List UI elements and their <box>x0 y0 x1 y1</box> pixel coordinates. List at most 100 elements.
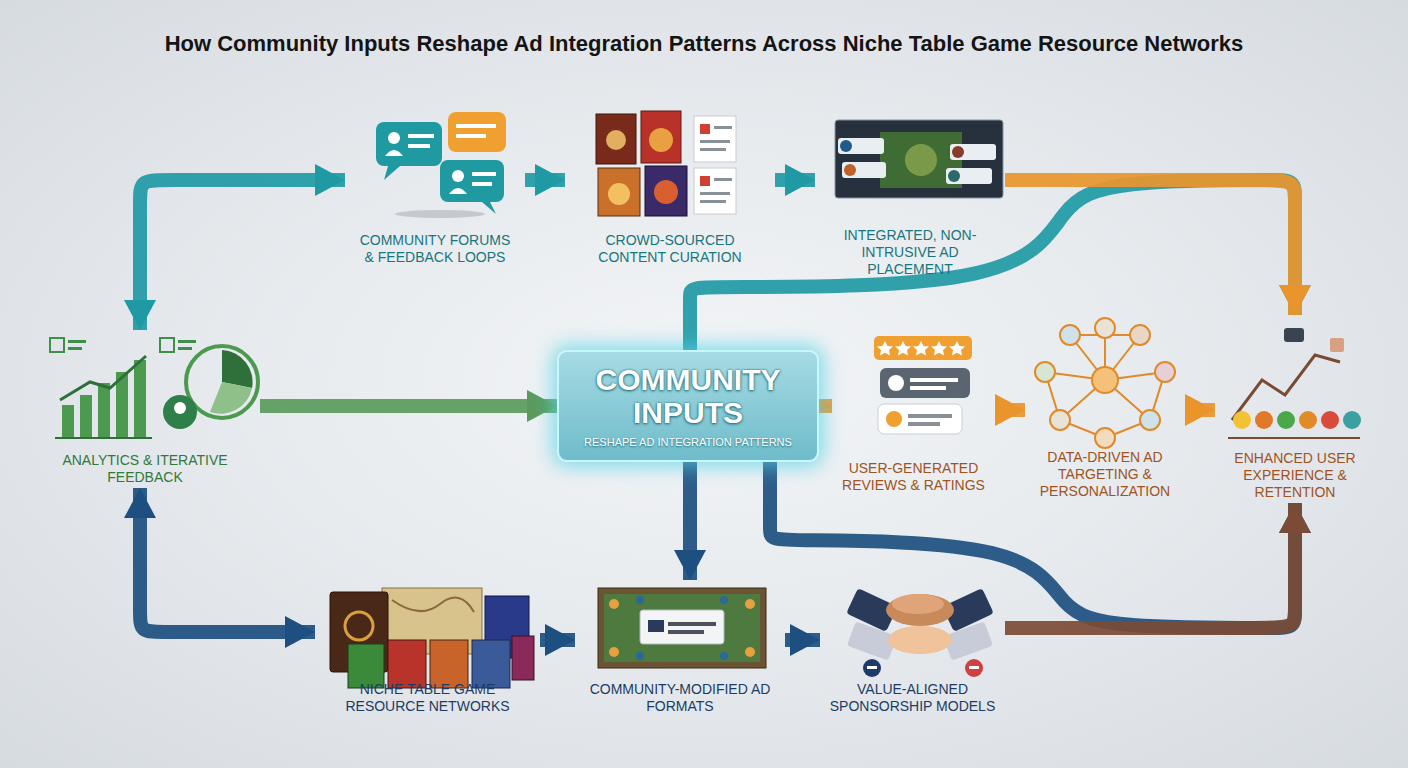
analytics-chart-icon <box>60 356 146 400</box>
node-label: INTEGRATED, NON-INTRUSIVE AD PLACEMENT <box>840 227 980 278</box>
chat-bubbles-icon <box>472 182 492 186</box>
handshake-icon <box>969 666 979 669</box>
chat-bubbles-icon <box>440 160 504 202</box>
analytics-chart-icon <box>134 360 146 438</box>
flow-arrow <box>1005 180 1295 315</box>
game-board-ad-icon <box>668 622 716 626</box>
flow-arrow <box>1005 503 1295 628</box>
game-board-ad-icon <box>598 588 766 668</box>
game-books-cards-icon <box>345 612 373 640</box>
node-label: ENHANCED USER EXPERIENCE & RETENTION <box>1225 450 1365 501</box>
star-rating-icon <box>877 341 965 356</box>
stage-node: ENHANCED USER EXPERIENCE & RETENTION <box>1215 315 1375 503</box>
game-board-ad-icon <box>609 599 619 609</box>
game-box-covers-icon <box>649 128 673 152</box>
node-label: COMMUNITY INPUTS <box>565 363 811 429</box>
node-label: DATA-DRIVEN AD TARGETING & PERSONALIZATI… <box>1025 449 1185 500</box>
screen-ad-panel-icon <box>844 164 856 176</box>
flow-arrow <box>819 399 832 413</box>
game-box-covers-icon <box>700 140 730 143</box>
people-network-icon <box>1095 428 1115 448</box>
stage-node: COMMUNITY-MODIFIED AD FORMATS <box>575 580 785 717</box>
handshake-icon <box>863 659 881 677</box>
analytics-chart-icon <box>80 395 92 438</box>
people-network-icon <box>1095 318 1115 338</box>
handshake-icon <box>846 588 994 677</box>
game-box-covers-icon <box>645 166 687 216</box>
flow-arrow <box>140 180 345 330</box>
people-network-icon <box>1035 362 1055 382</box>
chat-bubbles-icon <box>456 134 486 138</box>
game-board-ad-icon <box>609 599 755 657</box>
game-board-ad-icon <box>636 596 728 660</box>
chat-bubbles-icon <box>384 166 400 180</box>
game-box-covers-icon <box>714 178 732 181</box>
node-label: NICHE TABLE GAME RESOURCE NETWORKS <box>338 681 518 715</box>
game-box-covers-icon <box>700 176 710 186</box>
screen-ad-panel-icon <box>946 168 992 184</box>
people-network-icon <box>1035 318 1175 448</box>
analytics-chart-icon <box>98 383 110 438</box>
game-board-ad-icon <box>648 620 664 632</box>
chat-bubbles-icon <box>408 134 434 138</box>
people-network-icon <box>1140 410 1160 430</box>
people-network-icon <box>1130 325 1150 345</box>
stage-node: COMMUNITY FORUMS & FEEDBACK LOOPS <box>345 108 525 268</box>
people-network-icon <box>1155 362 1175 382</box>
diagram-title: How Community Inputs Reshape Ad Integrat… <box>0 30 1408 58</box>
analytics-chart-icon <box>62 405 74 438</box>
screen-ad-panel-icon <box>880 132 962 188</box>
node-label: VALUE-ALIGNED SPONSORSHIP MODELS <box>820 681 1005 715</box>
star-rating-icon <box>913 341 929 356</box>
chat-bubbles-icon <box>452 170 464 182</box>
flow-arrow <box>690 180 1295 350</box>
game-box-covers-icon <box>598 168 640 216</box>
people-network-icon <box>1060 325 1080 345</box>
game-box-covers-icon <box>700 148 726 151</box>
game-box-covers-icon <box>596 114 636 164</box>
star-rating-icon <box>874 336 972 360</box>
star-rating-icon <box>877 341 893 356</box>
chat-bubbles-icon <box>448 112 506 152</box>
game-box-covers-icon <box>694 116 736 162</box>
growth-emoji-icon <box>1232 355 1340 420</box>
handshake-icon <box>886 594 954 626</box>
game-board-ad-icon <box>640 610 724 644</box>
game-board-ad-icon <box>636 596 644 604</box>
flow-arrow <box>785 633 820 647</box>
screen-ad-panel-icon <box>952 146 964 158</box>
node-subtitle: RESHAPE AD INTEGRATION PATTERNS <box>584 435 792 449</box>
growth-emoji-icon <box>1321 411 1339 429</box>
growth-emoji-icon <box>1277 411 1295 429</box>
screen-ad-panel-icon <box>948 170 960 182</box>
analytics-chart-icon <box>222 350 253 388</box>
star-rating-icon <box>880 368 970 398</box>
game-box-covers-icon <box>700 200 726 203</box>
star-rating-icon <box>910 386 946 390</box>
chat-bubbles-icon <box>376 112 506 218</box>
flow-arrow <box>1185 403 1215 417</box>
game-box-covers-icon <box>700 124 710 134</box>
chat-bubbles-icon <box>376 122 442 166</box>
star-rating-icon <box>878 404 962 434</box>
analytics-chart-icon <box>68 340 86 343</box>
star-rating-icon <box>874 336 972 434</box>
people-network-icon <box>1045 328 1165 438</box>
stage-node: INTEGRATED, NON-INTRUSIVE AD PLACEMENT <box>815 108 1005 280</box>
growth-emoji-icon <box>1228 328 1361 438</box>
analytics-chart-icon <box>210 382 252 414</box>
chat-bubbles-icon <box>385 150 403 156</box>
growth-emoji-icon <box>1343 411 1361 429</box>
growth-emoji-icon <box>1284 328 1304 342</box>
game-books-cards-icon <box>430 640 468 688</box>
screen-ad-panel-icon <box>905 144 937 176</box>
people-network-icon <box>1050 410 1070 430</box>
analytics-chart-icon <box>160 338 174 352</box>
screen-ad-panel-icon <box>950 144 996 160</box>
analytics-chart-icon <box>50 338 64 352</box>
game-board-ad-icon <box>745 647 755 657</box>
game-board-ad-icon <box>604 594 760 662</box>
screen-ad-panel-icon <box>835 120 1003 198</box>
game-board-ad-icon <box>598 588 766 668</box>
